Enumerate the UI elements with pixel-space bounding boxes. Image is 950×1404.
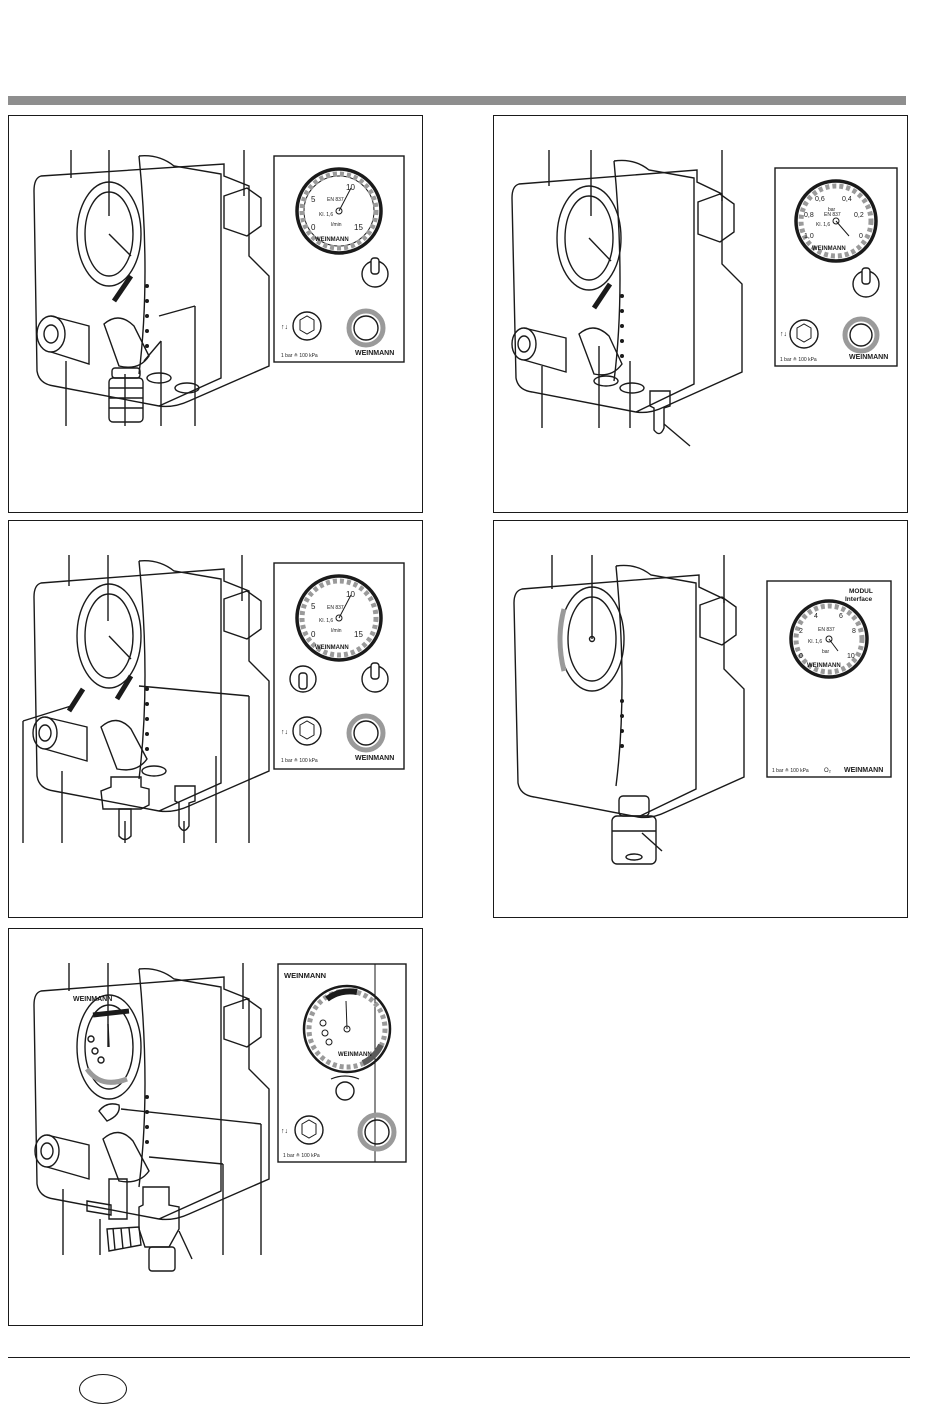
gas-label: O₂ [824, 768, 832, 774]
gauge-label: 10 [346, 590, 355, 599]
gauge-label: 10 [847, 653, 855, 660]
module-title: MODUL [849, 588, 873, 595]
gauge-label: 0,2 [854, 212, 864, 219]
outlet-nut [223, 187, 262, 237]
brand-logo: WEINMANN [844, 767, 883, 774]
device-illustration-b: 1,0 0,8 0,6 0,4 0,2 0 EN 837 Kl. 1,6 bar… [511, 150, 898, 447]
gauge-label: 15 [354, 223, 363, 232]
gauge-standard: EN 837 [818, 627, 835, 633]
gauge-unit: l/min [331, 628, 342, 634]
front-cover [138, 155, 222, 407]
gauge-brand: WEINMANN [338, 1052, 372, 1058]
gauge-label: 0 [311, 630, 316, 639]
outlet-coupling[interactable] [292, 716, 322, 746]
gauge-class: Kl. 1,6 [319, 618, 333, 624]
pressure-note: 1 bar ≙ 100 kPa [281, 757, 318, 764]
device-illustration-a: 0 5 10 15 EN 837 Kl. 1,6 l/min WEINMANN … [33, 150, 405, 426]
gauge-standard: EN 837 [327, 605, 344, 611]
flow-knob-front[interactable] [842, 316, 880, 354]
front-panel-b: 1,0 0,8 0,6 0,4 0,2 0 EN 837 Kl. 1,6 bar… [774, 167, 898, 367]
flow-knob-front[interactable] [357, 1112, 397, 1152]
outlet-coupling[interactable] [292, 311, 322, 341]
outlet-coupling[interactable] [294, 1115, 324, 1145]
gauge-label: 10 [346, 183, 355, 192]
gauge-label: 4 [814, 613, 818, 620]
gauge-standard: EN 837 [824, 212, 841, 218]
brand-logo: WEINMANN [849, 354, 888, 361]
gauge-label: 0 [799, 653, 803, 660]
gauge-label: 2 [799, 628, 803, 635]
flow-knob-front[interactable] [346, 713, 386, 753]
brand-logo: WEINMANN [355, 350, 394, 357]
front-panel-c: 0 5 10 15 EN 837 Kl. 1,6 l/min WEINMANN … [273, 562, 405, 770]
gauge-unit: l/min [331, 222, 342, 228]
gauge-label: 6 [839, 613, 843, 620]
gauge-label: 5 [311, 195, 316, 204]
pressure-note: 1 bar ≙ 100 kPa [772, 767, 809, 774]
flow-knob [36, 315, 66, 353]
pressure-note: 1 bar ≙ 100 kPa [281, 352, 318, 359]
gauge-label: 0,4 [842, 196, 852, 203]
flow-knob-front[interactable] [346, 308, 386, 348]
language-badge [79, 1374, 127, 1404]
front-panel-d: MODUL Interface 0 2 4 6 8 10 EN 837 Kl. … [766, 580, 892, 778]
figure-panel-e: WEINMANN WEINMANN WEINMANN ↑↓ 1 bar ≙ 10… [8, 928, 423, 1326]
pressure-note: 1 bar ≙ 100 kPa [780, 356, 817, 363]
flow-arrows-icon: ↑↓ [281, 1128, 288, 1135]
gauge-unit: bar [822, 649, 830, 655]
connector [108, 377, 144, 423]
front-panel-e: WEINMANN WEINMANN ↑↓ 1 bar ≙ 100 kPa [277, 963, 407, 1163]
gauge-brand: WEINMANN [807, 663, 841, 669]
flow-arrows-icon: ↑↓ [281, 729, 288, 736]
figure-panel-a: 0 5 10 15 EN 837 Kl. 1,6 l/min WEINMANN … [8, 115, 423, 513]
side-knob [103, 317, 150, 368]
header-rule [8, 96, 906, 105]
gauge-standard: EN 837 [327, 197, 344, 203]
gauge-label: 0 [311, 223, 316, 232]
gauge-label: 0,8 [804, 212, 814, 219]
gauge-window [76, 181, 142, 287]
gauge-label: 0 [859, 233, 863, 240]
figure-panel-d: MODUL Interface 0 2 4 6 8 10 EN 837 Kl. … [493, 520, 908, 918]
gauge-label: 15 [354, 630, 363, 639]
gauge-brand: WEINMANN [315, 645, 349, 651]
gauge-class: Kl. 1,6 [808, 639, 822, 645]
gauge-label: 8 [852, 628, 856, 635]
figure-panel-b: 1,0 0,8 0,6 0,4 0,2 0 EN 837 Kl. 1,6 bar… [493, 115, 908, 513]
device-illustration-c: 0 5 10 15 EN 837 Kl. 1,6 l/min WEINMANN … [22, 555, 405, 843]
brand-logo: WEINMANN [355, 755, 394, 762]
front-panel-a: 0 5 10 15 EN 837 Kl. 1,6 l/min WEINMANN … [273, 155, 405, 363]
gauge-label: 0,6 [815, 196, 825, 203]
gauge-class: Kl. 1,6 [816, 222, 830, 228]
gauge-unit: bar [828, 207, 836, 213]
flow-arrows-icon: ↑↓ [780, 331, 787, 338]
footer-rule [8, 1357, 910, 1358]
device-brand: WEINMANN [73, 996, 112, 1003]
toggle-switch[interactable] [335, 1081, 355, 1101]
outlet-coupling[interactable] [789, 319, 819, 349]
gauge-label: 5 [311, 602, 316, 611]
gauge-label: 1,0 [804, 233, 814, 240]
device-illustration-e: WEINMANN WEINMANN WEINMANN ↑↓ 1 bar ≙ 10… [33, 963, 407, 1272]
brand-logo-top: WEINMANN [284, 971, 326, 980]
gauge-brand: WEINMANN [812, 246, 846, 252]
gauge-brand: WEINMANN [315, 237, 349, 243]
gauge-class: Kl. 1,6 [319, 212, 333, 218]
module-subtitle: Interface [845, 596, 872, 603]
figure-panel-c: 0 5 10 15 EN 837 Kl. 1,6 l/min WEINMANN … [8, 520, 423, 918]
housing-outline [33, 163, 270, 408]
toggle-switch-left[interactable] [289, 665, 317, 693]
flow-arrows-icon: ↑↓ [281, 324, 288, 331]
pressure-note: 1 bar ≙ 100 kPa [283, 1152, 320, 1159]
device-illustration-d: MODUL Interface 0 2 4 6 8 10 EN 837 Kl. … [513, 555, 892, 865]
